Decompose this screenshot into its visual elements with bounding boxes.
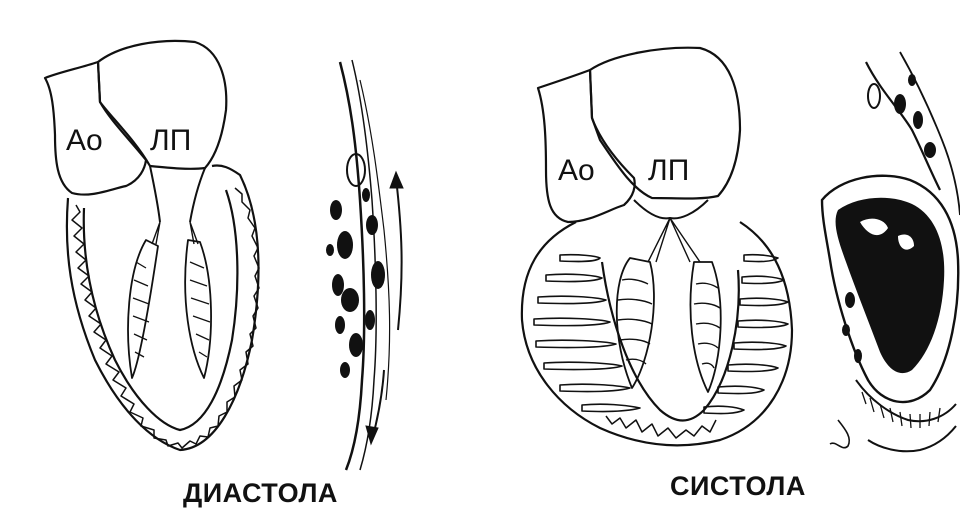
systole-atrium-label: ЛП bbox=[648, 154, 689, 187]
diastole-heart bbox=[45, 41, 259, 450]
diastole-mitral-leaflet-right bbox=[190, 168, 205, 222]
diastole-mitral-leaflet-left bbox=[150, 166, 160, 222]
diastole-caption: ДИАСТОЛА bbox=[183, 478, 338, 509]
diastole-ventricle-inner bbox=[84, 190, 238, 430]
systole-heart bbox=[522, 48, 792, 446]
diastole-atrium-label: ЛП bbox=[150, 124, 191, 157]
diastole-aorta-label: Ао bbox=[66, 124, 103, 157]
diastole-side-view bbox=[326, 60, 403, 470]
diastole-papillary-left bbox=[128, 240, 158, 378]
systole-side-view bbox=[822, 52, 960, 451]
systole-aorta-outline bbox=[538, 70, 635, 222]
diastole-papillary-right bbox=[185, 240, 211, 378]
systole-papillary-right bbox=[690, 262, 720, 392]
systole-aorta-label: Ао bbox=[558, 154, 595, 187]
systole-caption: СИСТОЛА bbox=[670, 471, 806, 502]
